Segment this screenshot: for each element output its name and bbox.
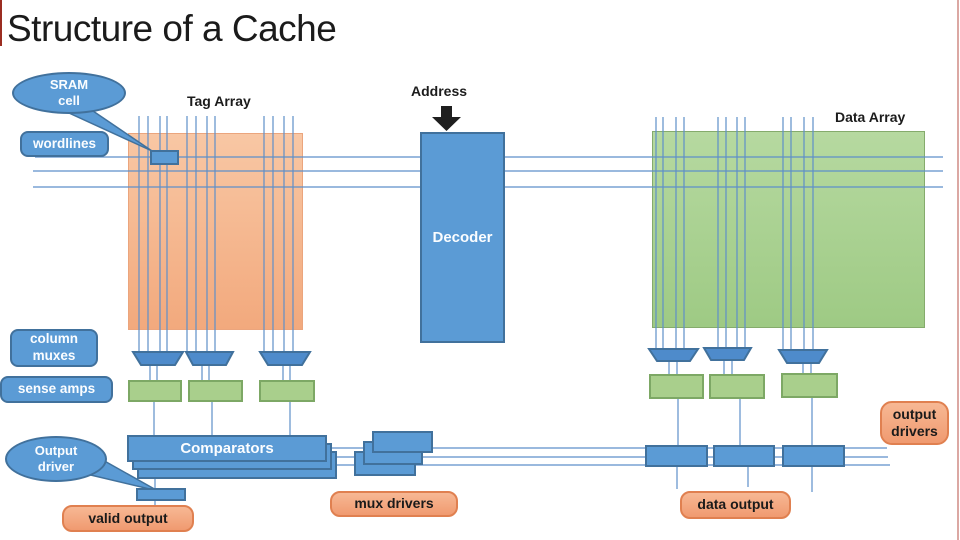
sense-amp-box [188, 380, 243, 402]
sram-cell-callout: SRAM cell [12, 72, 126, 114]
sense-amp-box [709, 374, 765, 399]
column-muxes-line1: column [29, 331, 78, 347]
data-output-label: data output [680, 491, 791, 519]
wordlines-label-text: wordlines [32, 135, 96, 151]
output-driver-rect [136, 488, 186, 501]
output-driver-callout: Output driver [5, 436, 107, 482]
output-drivers-line1: output [892, 405, 937, 422]
column-mux-trapezoid [184, 351, 235, 366]
comparators-label: Comparators [180, 440, 274, 457]
tag-array-label: Tag Array [187, 93, 251, 109]
decoder-label: Decoder [432, 229, 493, 246]
output-drivers-label: output drivers [880, 401, 949, 445]
data-output-text: data output [697, 496, 774, 513]
output-driver-line2: driver [37, 459, 75, 474]
data-bitlines-group [655, 117, 814, 349]
column-mux-trapezoid [131, 351, 185, 366]
column-muxes-label: column muxes [10, 329, 98, 367]
valid-output-text: valid output [88, 509, 168, 526]
sram-cell-callout-label: SRAM cell [50, 77, 88, 108]
slide-frame-right-edge [957, 0, 959, 540]
output-driver-line1: Output [34, 443, 78, 459]
column-mux-trapezoids [131, 347, 829, 366]
sense-amp-box [259, 380, 315, 402]
valid-output-label: valid output [62, 505, 194, 532]
output-drivers-line2: drivers [891, 423, 938, 439]
column-mux-trapezoid [258, 351, 312, 366]
sram-cell-line1: SRAM [49, 77, 89, 93]
comparators-block: Comparators [127, 435, 327, 462]
sram-cell-line2: cell [58, 93, 80, 108]
column-mux-trapezoid [647, 348, 700, 362]
mux-driver-stack-front [372, 431, 433, 453]
output-driver-box [713, 445, 775, 467]
slide-title: Structure of a Cache [7, 8, 337, 49]
address-arrow-icon [432, 106, 461, 131]
sense-amps-label-text: sense amps [17, 381, 96, 397]
data-array-label: Data Array [835, 109, 906, 125]
mux-senseamp-connectors-left [149, 365, 291, 505]
sram-cell-rect [150, 150, 179, 165]
data-array-block [652, 131, 925, 328]
mux-senseamp-connectors-right [668, 360, 813, 492]
sense-amp-box [649, 374, 704, 399]
sense-amps-label: sense amps [0, 376, 113, 403]
column-muxes-label-text: column muxes [30, 331, 78, 365]
decoder-block: Decoder [420, 132, 505, 343]
mux-drivers-text: mux drivers [354, 495, 434, 512]
column-mux-trapezoid [702, 347, 753, 361]
sense-amp-box [128, 380, 182, 402]
output-driver-box [645, 445, 708, 467]
sense-amp-box [781, 373, 838, 398]
address-label: Address [411, 83, 468, 99]
column-muxes-line2: muxes [32, 348, 76, 363]
output-drivers-label-text: output drivers [891, 406, 938, 441]
column-mux-trapezoid [777, 349, 829, 364]
slide-frame-left-edge [0, 0, 2, 46]
mux-drivers-label: mux drivers [330, 491, 458, 517]
output-driver-box [782, 445, 845, 467]
wordlines-label: wordlines [20, 131, 109, 157]
output-driver-callout-label: Output driver [35, 443, 78, 474]
